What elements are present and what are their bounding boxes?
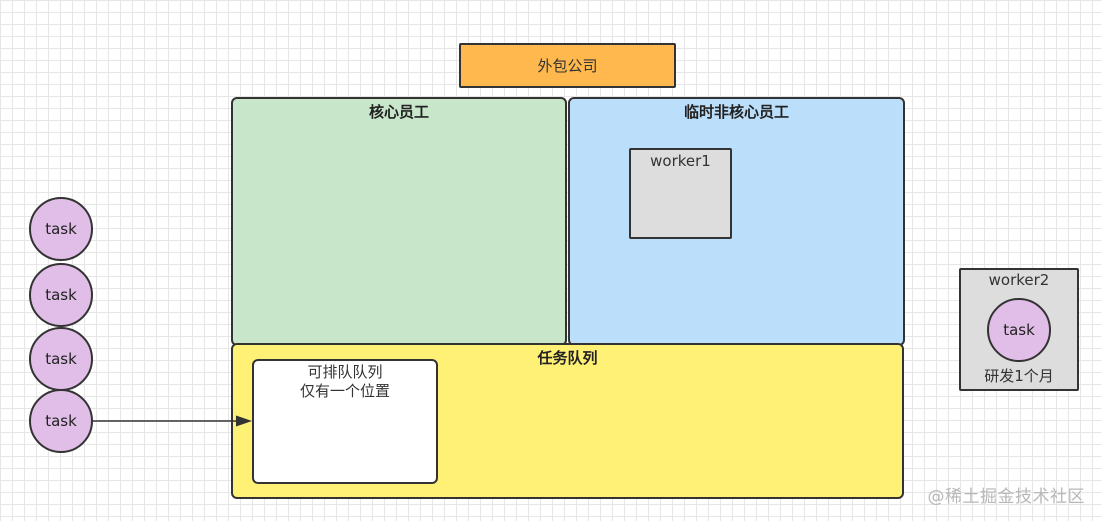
temp-staff-box: 临时非核心员工 [568, 97, 905, 346]
arrow-head [236, 415, 252, 427]
task-node-4: task [29, 389, 93, 453]
queue-slot-box: 可排队队列 仅有一个位置 [252, 359, 438, 484]
worker1-label: worker1 [650, 152, 711, 170]
outsource-company-label: 外包公司 [537, 57, 598, 75]
task-label: task [45, 350, 77, 368]
core-staff-box: 核心员工 [231, 97, 567, 346]
outsource-company-box: 外包公司 [459, 43, 676, 88]
worker2-task-node: task [987, 298, 1051, 362]
watermark: @稀土掘金技术社区 [927, 487, 1085, 507]
task-queue-label: 任务队列 [537, 349, 598, 367]
task-label: task [45, 412, 77, 430]
task-node-2: task [29, 263, 93, 327]
queue-slot-line2: 仅有一个位置 [299, 382, 390, 400]
task-label: task [45, 220, 77, 238]
worker2-box: worker2 task 研发1个月 [959, 268, 1079, 391]
core-staff-label: 核心员工 [368, 103, 429, 121]
worker1-box: worker1 [629, 148, 732, 239]
task-node-1: task [29, 197, 93, 261]
task-label: task [45, 286, 77, 304]
task-label: task [1003, 321, 1035, 339]
worker2-label: worker2 [988, 271, 1050, 289]
queue-slot-line1: 可排队队列 [307, 363, 383, 381]
temp-staff-label: 临时非核心员工 [683, 103, 789, 121]
worker2-footer: 研发1个月 [984, 367, 1054, 385]
